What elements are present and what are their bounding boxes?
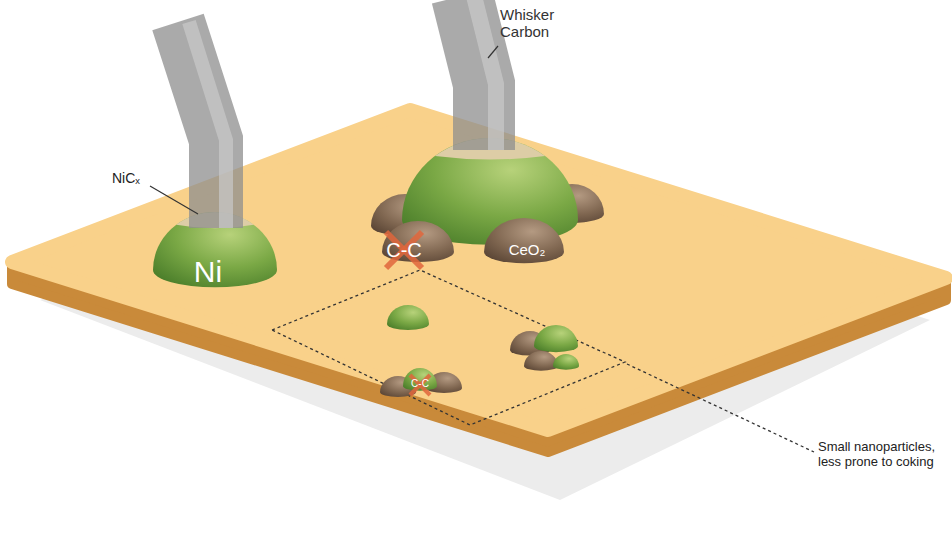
leader-line: [150, 186, 198, 214]
leader-line: [627, 364, 814, 452]
cross-mark: [386, 232, 422, 268]
particle: [403, 368, 437, 391]
whisker-tubes: [178, 0, 496, 228]
front-particles: [382, 218, 564, 263]
leader-line: [488, 46, 498, 58]
cross-stroke: [410, 375, 430, 395]
cross-stroke: [386, 232, 422, 268]
blocked-marks: [386, 232, 430, 395]
particle: [534, 325, 578, 352]
cross-stroke: [386, 232, 422, 268]
particle-label: CeO₂: [509, 241, 546, 258]
note-label: Small nanoparticles, less prone to cokin…: [818, 440, 948, 470]
part-label: NiCₓ: [112, 170, 140, 186]
bond-label: C-C: [411, 378, 429, 390]
cross-mark: [410, 375, 430, 395]
region-outline: [272, 270, 625, 425]
particle: [484, 218, 564, 263]
whisker-highlight: [474, 0, 496, 150]
ceria-particle: [524, 351, 558, 371]
nickel-particle: [387, 305, 429, 330]
whisker-highlight: [189, 22, 226, 228]
nickel-particle: [534, 325, 578, 352]
particle: [382, 221, 454, 262]
particle: [387, 305, 429, 330]
support-plate: [12, 110, 946, 430]
nickel-particle: [553, 354, 579, 370]
part-label: Whisker Carbon: [500, 6, 570, 41]
nickel-particle: [403, 368, 437, 391]
particle: [524, 351, 558, 371]
bond-label: C-C: [386, 239, 422, 262]
cross-stroke: [410, 375, 430, 395]
particle: [553, 354, 579, 370]
particle-label: Ni: [194, 255, 222, 290]
ceria-particle: [382, 221, 454, 262]
ceria-particle: [484, 218, 564, 263]
